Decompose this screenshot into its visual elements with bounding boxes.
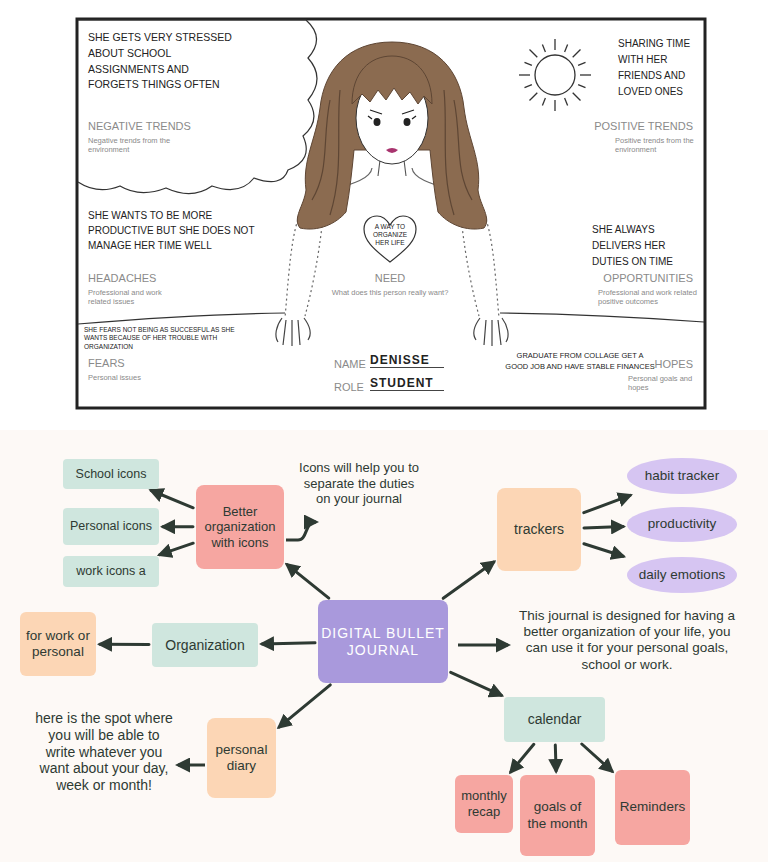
topic-box: personal diary — [207, 718, 276, 798]
node-text: for work or personal — [23, 628, 93, 660]
section-heading: OPPORTUNITIES — [573, 272, 693, 285]
central-topic: DIGITAL BULLET JOURNAL — [318, 600, 448, 683]
node-text: calendar — [528, 711, 582, 728]
section-hint: What does this person really want? — [330, 288, 450, 297]
horizon-line — [78, 313, 704, 324]
annotation: here is the spot where you will be able … — [33, 710, 175, 794]
fear-note: SHE FEARS NOT BEING AS SUCCESFUL AS SHE … — [84, 326, 244, 351]
bangs — [352, 56, 432, 104]
eye — [404, 118, 411, 126]
field-label: ROLE — [334, 381, 368, 394]
subtopic-box: Personal icons — [63, 508, 159, 545]
canvas-background — [0, 0, 768, 430]
section-hint: Professional and work related issues — [88, 288, 180, 307]
sun-symbol — [519, 39, 591, 111]
subtopic-oval: habit tracker — [627, 458, 737, 494]
node-text: personal diary — [210, 742, 273, 774]
node-text: Organization — [165, 637, 244, 654]
section-heading: NEGATIVE TRENDS — [88, 120, 228, 133]
topic-box: Organization — [152, 623, 258, 667]
field-value: STUDENT — [370, 376, 444, 391]
connector-arrow — [443, 562, 494, 598]
connector-arrow — [287, 565, 329, 598]
topic-box: Better organization with icons — [196, 485, 284, 569]
section-hint: Positive trends from the environment — [615, 136, 697, 155]
subtopic-box: work icons a — [63, 556, 159, 587]
trend-note: SHARING TIME WITH HER FRIENDS AND LOVED … — [618, 36, 702, 100]
subtopic-box: Reminders — [615, 770, 690, 845]
node-text: DIGITAL BULLET JOURNAL — [321, 625, 445, 659]
connector-arrow — [160, 543, 194, 555]
need-heart: A WAY TO ORGANIZE HER LIFE — [362, 214, 418, 264]
connector-arrow — [262, 643, 315, 644]
section-heading: HEADACHES — [88, 272, 208, 285]
connector-arrow — [100, 643, 149, 646]
heart-line — [364, 216, 416, 262]
node-text: A WAY TO ORGANIZE HER LIFE — [371, 223, 409, 246]
connector-arrow — [584, 544, 623, 557]
topic-box: trackers — [497, 488, 581, 571]
connector-arrow — [584, 527, 623, 528]
opportunity-note: SHE ALWAYS DELIVERS HER DUTIES ON TIME — [592, 222, 704, 270]
hair — [297, 42, 486, 229]
eye — [374, 118, 381, 126]
connector-arrow — [451, 672, 502, 695]
node-text: productivity — [648, 516, 716, 532]
section-hint: Personal goals and hopes — [628, 374, 700, 393]
section-heading: NEED — [340, 272, 440, 285]
cloud-shape: SHE GETS VERY STRESSED ABOUT SCHOOL ASSI… — [78, 20, 318, 210]
section-hint: Professional and work related positive o… — [598, 288, 698, 307]
cloud-line — [78, 20, 317, 194]
subtopic-oval: daily emotions — [627, 557, 737, 593]
node-text: Reminders — [620, 799, 685, 815]
connector-arrow — [279, 685, 330, 727]
subtopic-box: monthly recap — [455, 775, 513, 833]
persona-figure — [276, 42, 508, 346]
subtopic-box: for work or personal — [20, 612, 96, 676]
section-hint: Negative trends from the environment — [88, 136, 180, 155]
canvas-frame — [77, 19, 705, 408]
trend-note: SHE GETS VERY STRESSED ABOUT SCHOOL ASSI… — [88, 30, 240, 93]
connector-arrow — [163, 525, 193, 528]
node-text: habit tracker — [645, 468, 719, 484]
connector-arrow — [582, 744, 612, 771]
node-text: daily emotions — [639, 567, 725, 583]
section-heading: HOPES — [640, 358, 693, 371]
section-hint: Personal issues — [88, 373, 178, 382]
node-text: Better organization with icons — [199, 504, 281, 551]
hope-note: GRADUATE FROM COLLAGE GET A GOOD JOB AND… — [505, 350, 655, 373]
lips — [386, 148, 398, 153]
field-label: NAME — [334, 358, 368, 371]
subtopic-box: School icons — [63, 459, 159, 489]
section-heading: FEARS — [88, 357, 168, 370]
connector-arrow — [584, 495, 630, 512]
subtopic-box: goals of the month — [520, 775, 595, 856]
connector-arrow — [554, 745, 558, 771]
node-text: goals of the month — [523, 799, 592, 831]
annotation: This journal is designed for having a be… — [513, 608, 741, 673]
eyebrows — [368, 110, 416, 119]
node-text: School icons — [76, 467, 147, 482]
annotation: Icons will help you to separate the duti… — [298, 460, 420, 507]
issue-note: SHE WANTS TO BE MORE PRODUCTIVE BUT SHE … — [88, 208, 256, 253]
node-text: Personal icons — [70, 519, 152, 534]
subtopic-oval: productivity — [627, 507, 737, 542]
topic-box: calendar — [504, 697, 605, 742]
connector-arrow — [511, 744, 534, 772]
node-text: work icons a — [76, 564, 145, 579]
node-text: monthly recap — [458, 788, 510, 819]
node-text: trackers — [514, 521, 564, 538]
connector-arrow — [151, 491, 193, 508]
section-heading: POSITIVE TRENDS — [590, 120, 693, 133]
field-value: DENISSE — [370, 353, 444, 368]
